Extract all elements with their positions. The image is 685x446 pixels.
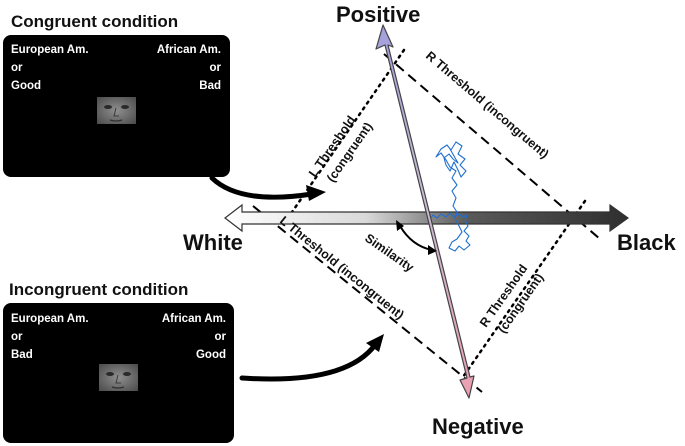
right-threshold-incongruent-label: R Threshold (incongruent) bbox=[423, 49, 551, 162]
incongruent-left-line1: European Am. bbox=[11, 313, 89, 325]
congruent-left-line3: Good bbox=[11, 80, 41, 92]
incongruent-right-line2: or bbox=[215, 331, 227, 343]
congruent-right-line1: African Am. bbox=[157, 44, 221, 56]
congruent-right-line3: Bad bbox=[199, 80, 221, 92]
congruent-right-line2: or bbox=[210, 62, 222, 74]
incongruent-right-line3: Good bbox=[196, 349, 226, 361]
left-threshold-congruent-line bbox=[279, 48, 406, 230]
positive-label: Positive bbox=[336, 2, 420, 27]
white-black-axis bbox=[224, 203, 630, 233]
negative-label: Negative bbox=[432, 414, 524, 439]
right-threshold-congruent-line bbox=[461, 199, 587, 379]
left-threshold-incongruent-line bbox=[252, 205, 483, 393]
similarity-arc bbox=[396, 220, 437, 255]
congruent-connector-arrow bbox=[209, 175, 326, 201]
congruent-face-image bbox=[97, 97, 136, 124]
mouse-trajectory-line bbox=[430, 141, 471, 252]
black-label: Black bbox=[617, 230, 676, 255]
congruent-title: Congruent condition bbox=[11, 12, 178, 31]
congruent-left-line1: European Am. bbox=[11, 44, 89, 56]
incongruent-connector-arrow bbox=[239, 334, 384, 382]
incongruent-title: Incongruent condition bbox=[9, 280, 188, 299]
incongruent-left-line3: Bad bbox=[11, 349, 33, 361]
incongruent-right-line1: African Am. bbox=[162, 313, 226, 325]
white-label: White bbox=[183, 230, 243, 255]
right-threshold-incongruent-line bbox=[383, 53, 601, 240]
congruent-left-line2: or bbox=[11, 62, 23, 74]
incongruent-face-image bbox=[99, 364, 138, 391]
positive-negative-axis bbox=[375, 24, 475, 399]
incongruent-left-line2: or bbox=[11, 331, 23, 343]
left-threshold-incongruent-label: L Threshold (incongruent) bbox=[277, 213, 407, 322]
